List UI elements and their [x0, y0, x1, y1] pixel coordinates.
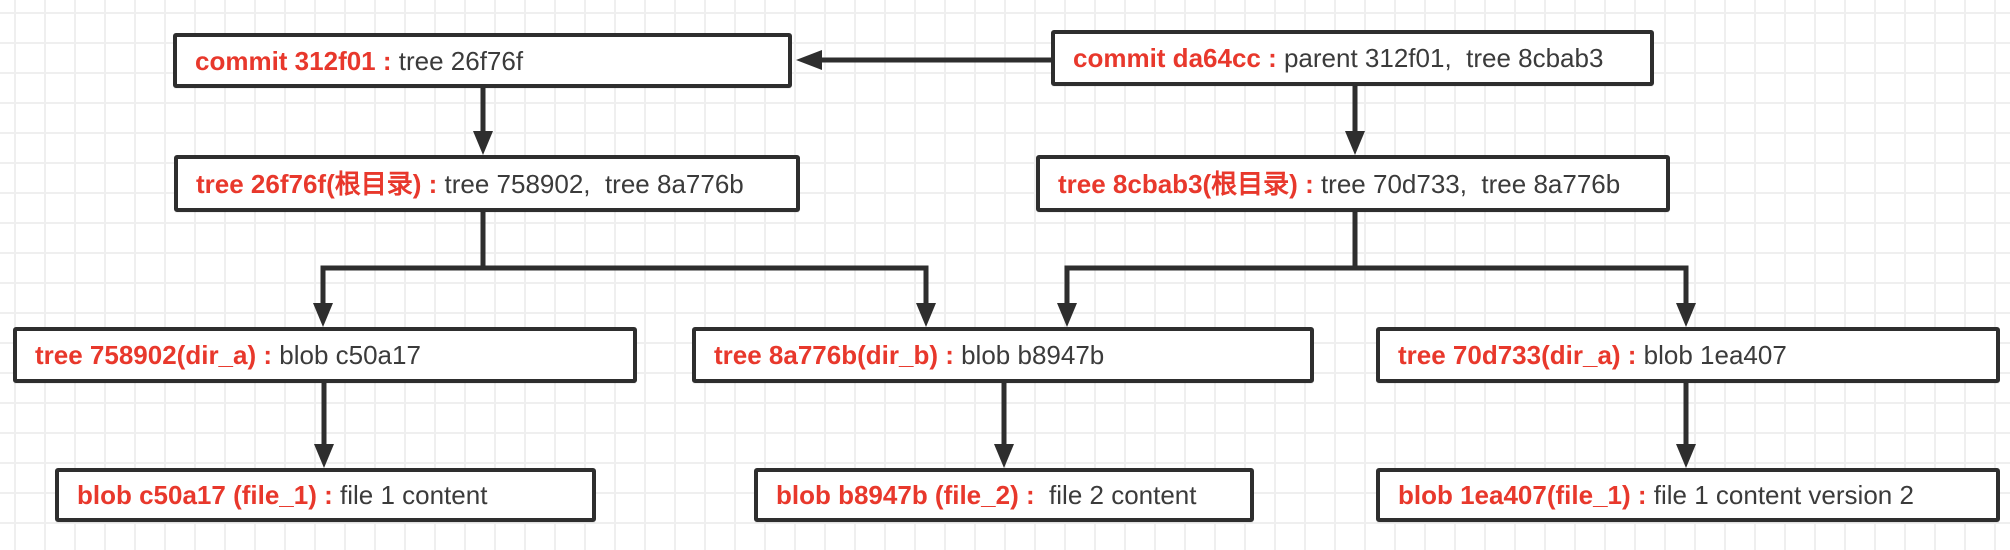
- node-tree-758902-dir-a: tree 758902(dir_a) : blob c50a17: [13, 327, 637, 383]
- blob-1ea407-detail-label: file 1 content version 2: [1646, 480, 1914, 510]
- node-tree-8cbab3-root: tree 8cbab3(根目录) : tree 70d733, tree 8a7…: [1036, 155, 1670, 212]
- node-tree-70d733-dir-a: tree 70d733(dir_a) : blob 1ea407: [1376, 327, 2000, 383]
- node-commit-312f01: commit 312f01 : tree 26f76f: [173, 33, 792, 88]
- arrow-8a776b-to-blob-b8947b: [994, 383, 1014, 468]
- node-tree-8a776b-dir-b: tree 8a776b(dir_b) : blob b8947b: [692, 327, 1314, 383]
- tree-8a776b-detail-label: blob b8947b: [953, 340, 1105, 370]
- tree-758902-ref-label: tree 758902(dir_a) :: [35, 340, 273, 370]
- node-tree-26f76f-root: tree 26f76f(根目录) : tree 758902, tree 8a7…: [174, 155, 800, 212]
- blob-c50a17-ref-label: blob c50a17 (file_1) :: [77, 480, 333, 510]
- blob-b8947b-detail-label: file 2 content: [1034, 480, 1197, 510]
- arrow-70d733-to-blob-1ea407: [1676, 383, 1696, 468]
- tree-758902-detail-label: blob c50a17: [272, 340, 421, 370]
- tree-26f76f-detail-label: tree 758902, tree 8a776b: [437, 168, 744, 199]
- node-commit-da64cc: commit da64cc : parent 312f01, tree 8cba…: [1051, 30, 1654, 86]
- node-blob-b8947b-file-2: blob b8947b (file_2) : file 2 content: [754, 468, 1254, 522]
- tree-26f76f-ref-label: tree 26f76f(根目录) :: [196, 168, 438, 199]
- commit-312f01-ref-label: commit 312f01 :: [195, 45, 392, 76]
- blob-1ea407-ref-label: blob 1ea407(file_1) :: [1398, 480, 1647, 510]
- commit-da64cc-detail-label: parent 312f01, tree 8cbab3: [1276, 43, 1604, 73]
- node-blob-1ea407-file-1: blob 1ea407(file_1) : file 1 content ver…: [1376, 468, 2000, 522]
- blob-c50a17-detail-label: file 1 content: [332, 480, 488, 510]
- blob-b8947b-ref-label: blob b8947b (file_2) :: [776, 480, 1035, 510]
- commit-da64cc-ref-label: commit da64cc :: [1073, 43, 1277, 73]
- tree-8cbab3-detail-label: tree 70d733, tree 8a776b: [1313, 168, 1621, 199]
- arrow-tree-8cbab3-children: [1057, 212, 1696, 327]
- commit-312f01-detail-label: tree 26f76f: [391, 45, 524, 76]
- tree-8cbab3-ref-label: tree 8cbab3(根目录) :: [1058, 168, 1314, 199]
- arrow-758902-to-blob-c50a17: [314, 383, 334, 468]
- node-blob-c50a17-file-1: blob c50a17 (file_1) : file 1 content: [55, 468, 596, 522]
- tree-70d733-detail-label: blob 1ea407: [1636, 340, 1787, 370]
- tree-8a776b-ref-label: tree 8a776b(dir_b) :: [714, 340, 954, 370]
- tree-70d733-ref-label: tree 70d733(dir_a) :: [1398, 340, 1637, 370]
- arrow-da64cc-to-tree-8cbab3: [1345, 86, 1365, 155]
- arrow-da64cc-to-312f01: [796, 50, 1051, 70]
- arrow-312f01-to-tree-26f76f: [473, 88, 493, 155]
- arrow-tree-26f76f-children: [313, 212, 936, 327]
